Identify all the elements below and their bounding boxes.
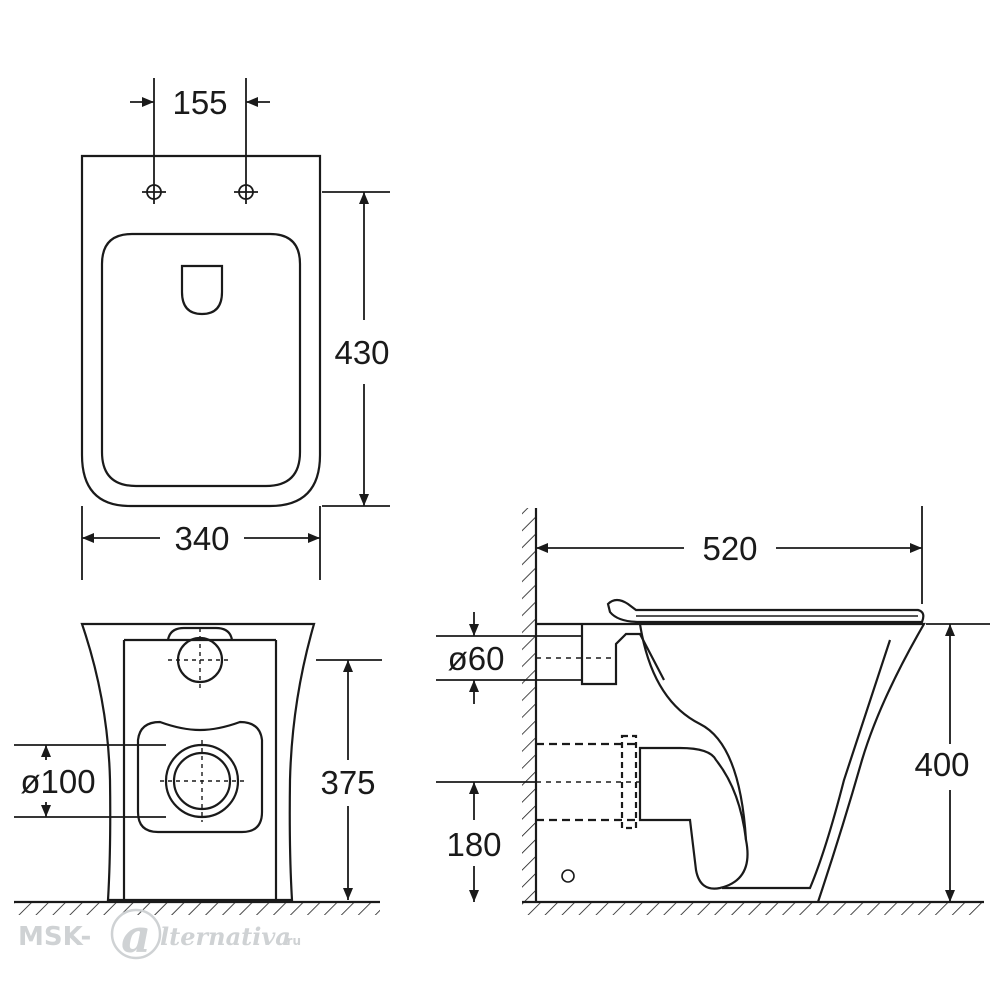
bowl-outline-top bbox=[80, 154, 322, 508]
mounting-hole-left bbox=[142, 180, 166, 204]
front-view bbox=[14, 622, 382, 915]
label-height-400: 400 bbox=[914, 746, 969, 783]
wall-hatch bbox=[522, 508, 536, 902]
dimension-400 bbox=[926, 623, 990, 902]
dimension-430 bbox=[322, 191, 390, 507]
label-outlet-height-180: 180 bbox=[446, 826, 501, 863]
outer-curve bbox=[722, 639, 892, 890]
bowl-inner-rim bbox=[100, 232, 302, 488]
label-length-520: 520 bbox=[702, 530, 757, 567]
label-depth: 430 bbox=[334, 334, 389, 371]
side-view bbox=[436, 506, 990, 915]
label-hole-spacing: 155 bbox=[172, 84, 227, 121]
dimension-diameter-60 bbox=[436, 612, 582, 704]
watermark: MSK- a lternativa .ru bbox=[18, 908, 301, 963]
dimension-155 bbox=[130, 78, 270, 180]
dimension-180 bbox=[436, 781, 536, 902]
label-width: 340 bbox=[174, 520, 229, 557]
label-height-375: 375 bbox=[320, 764, 375, 801]
dimension-diameter-100 bbox=[14, 744, 166, 818]
inlet-connector bbox=[580, 624, 665, 686]
side-bowl-curve bbox=[638, 623, 748, 841]
dimension-340 bbox=[81, 506, 321, 580]
watermark-suffix: lternativa bbox=[160, 922, 291, 951]
outlet-pipe bbox=[160, 740, 244, 822]
watermark-prefix: MSK- bbox=[18, 922, 91, 952]
front-floor-hatch bbox=[14, 903, 380, 915]
outlet-recess bbox=[136, 720, 264, 834]
drain-plug bbox=[561, 869, 575, 883]
label-inlet-diameter: ø60 bbox=[448, 640, 505, 677]
seat-lid bbox=[606, 598, 925, 624]
top-view bbox=[80, 78, 390, 580]
dimension-520 bbox=[536, 506, 923, 604]
drain-opening bbox=[180, 264, 224, 316]
watermark-circle bbox=[110, 908, 162, 960]
watermark-domain: .ru bbox=[282, 934, 301, 948]
label-outlet-diameter: ø100 bbox=[20, 763, 95, 800]
front-body-outline bbox=[80, 622, 316, 902]
mounting-hole-right bbox=[234, 180, 258, 204]
dimension-375 bbox=[316, 659, 382, 900]
trapway bbox=[638, 746, 749, 890]
inlet-circle bbox=[168, 628, 232, 692]
watermark-letter: a bbox=[121, 909, 151, 963]
side-body-outline bbox=[536, 622, 926, 903]
side-floor-hatch bbox=[522, 903, 984, 915]
